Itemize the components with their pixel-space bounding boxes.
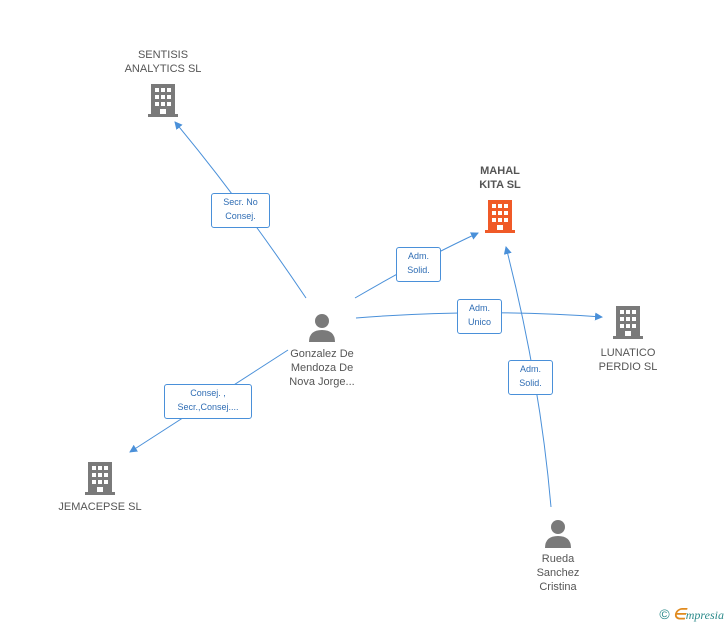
building-icon [613,306,643,339]
building-icon [85,462,115,495]
node-label-jemacepse: JEMACEPSE SL [58,501,142,513]
edge-label-mahal-gonzalez[interactable]: Adm. Solid. [396,247,441,282]
copyright-icon: © [659,606,670,622]
node-jemacepse[interactable]: JEMACEPSE SL [50,460,150,514]
brand-e-logo: ∈ [672,607,686,623]
node-label-sentisis: SENTISIS ANALYTICS SL [124,49,202,75]
edge-label-lunatico[interactable]: Adm. Unico [457,299,502,334]
empresia-watermark: ©∈mpresia [659,605,724,624]
building-icon [485,200,515,233]
edge-label-jemacepse[interactable]: Consej. , Secr.,Consej.... [164,384,252,419]
node-lunatico[interactable]: LUNATICO PERDIO SL [588,304,668,374]
person-icon [309,314,335,342]
node-sentisis[interactable]: SENTISIS ANALYTICS SL [108,48,218,118]
person-icon [545,520,571,548]
edge-label-sentisis[interactable]: Secr. No Consej. [211,193,270,228]
building-icon [148,84,178,117]
brand-name: mpresia [685,608,724,622]
node-label-rueda: Rueda Sanchez Cristina [536,553,580,593]
node-label-lunatico: LUNATICO PERDIO SL [598,347,658,373]
node-gonzalez[interactable]: Gonzalez De Mendoza De Nova Jorge... [272,312,372,389]
node-mahal[interactable]: MAHAL KITA SL [460,164,540,234]
edge-label-mahal-rueda[interactable]: Adm. Solid. [508,360,553,395]
node-label-gonzalez: Gonzalez De Mendoza De Nova Jorge... [289,348,355,388]
node-rueda[interactable]: Rueda Sanchez Cristina [516,518,600,594]
node-label-mahal: MAHAL KITA SL [479,165,521,191]
